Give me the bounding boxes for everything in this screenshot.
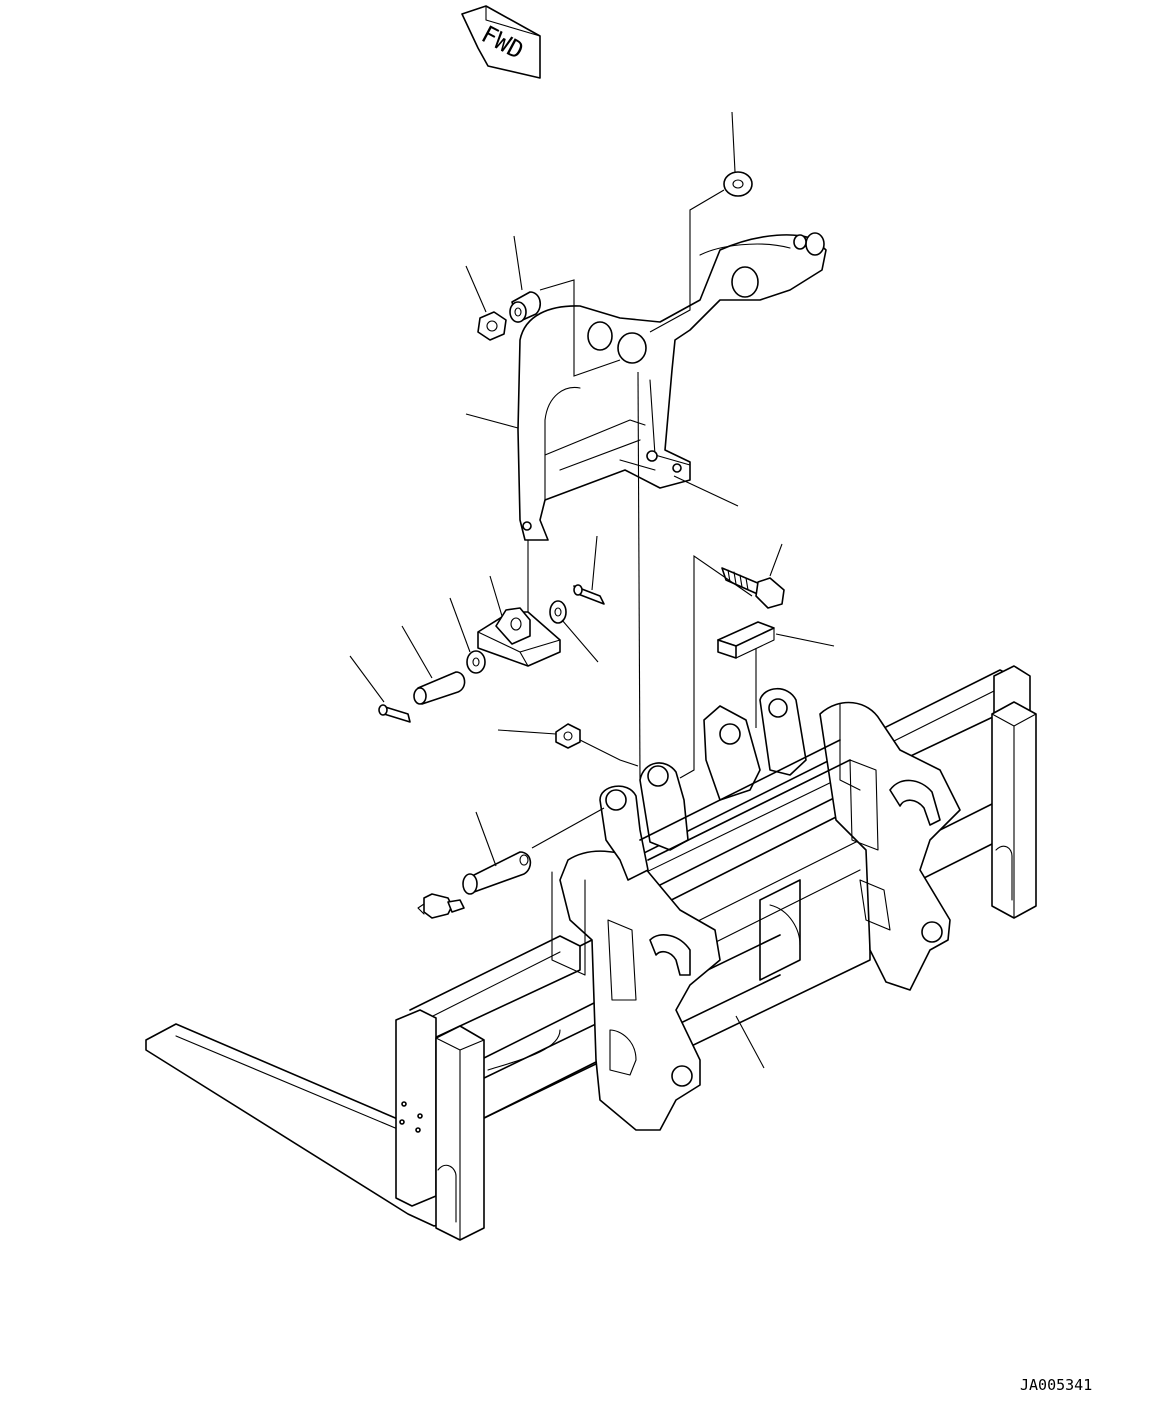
washer-bracket-left — [466, 650, 486, 674]
forward-direction-arrow: FWD — [461, 5, 541, 79]
left-hook-plate — [551, 850, 721, 1131]
lower-pin — [462, 851, 532, 895]
bushing-top-left — [509, 291, 542, 323]
right-hook-plate — [819, 701, 961, 991]
upper-lift-frame — [517, 232, 827, 541]
spring-pin-upper — [573, 584, 605, 605]
drawing-number: JA005341 — [1020, 1376, 1092, 1394]
spring-pin-left — [378, 704, 411, 723]
washer-bracket-right — [549, 600, 567, 624]
nut-top-left — [477, 311, 507, 341]
clip-plate — [717, 621, 775, 659]
pin-left — [413, 671, 466, 705]
right-fork-upright — [991, 665, 1037, 919]
left-fork — [145, 1009, 485, 1241]
leader-lines — [349, 111, 835, 1069]
bracket-block — [477, 607, 561, 667]
washer-top-right — [723, 171, 753, 197]
bolt — [721, 567, 785, 609]
grease-fitting — [417, 893, 465, 919]
nut-middle — [555, 723, 581, 749]
center-lugs — [599, 687, 851, 881]
